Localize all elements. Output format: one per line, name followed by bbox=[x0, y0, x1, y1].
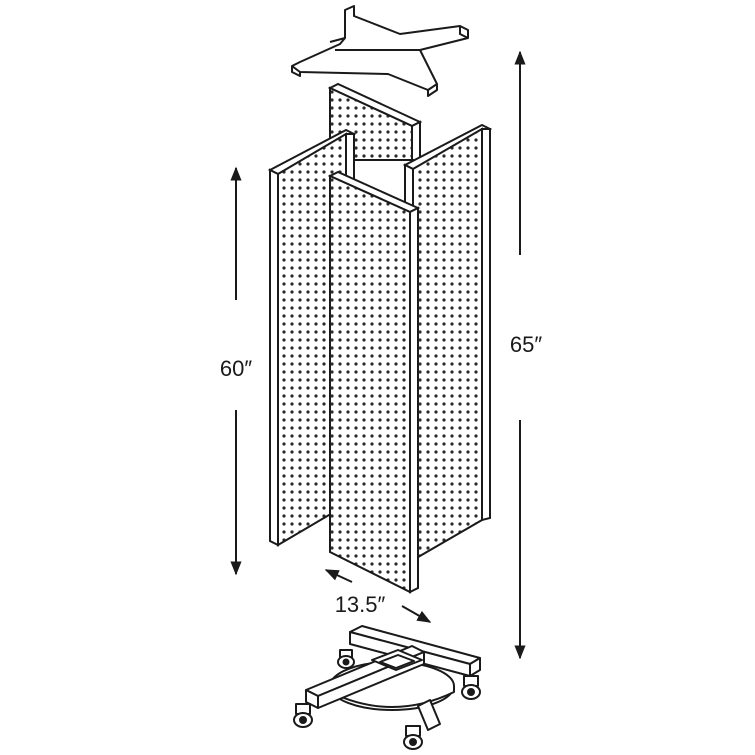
rolling-base bbox=[293, 625, 481, 750]
back-panel bbox=[327, 82, 423, 161]
top-cross-cap bbox=[291, 5, 469, 97]
caster-front bbox=[403, 725, 423, 750]
width-13-5-label: 13.5″ bbox=[335, 592, 386, 617]
height-60-label: 60″ bbox=[220, 356, 252, 381]
caster-right bbox=[461, 675, 481, 700]
caster-left bbox=[293, 703, 313, 728]
base-cross-frame bbox=[305, 625, 481, 731]
right-panel bbox=[402, 123, 493, 562]
height-65-dimension: 65″ bbox=[510, 50, 542, 660]
height-60-dimension: 60″ bbox=[220, 166, 252, 576]
width-13-5-dimension: 13.5″ bbox=[324, 569, 432, 623]
front-panel bbox=[327, 170, 421, 594]
caster-back bbox=[337, 649, 355, 669]
height-65-label: 65″ bbox=[510, 332, 542, 357]
